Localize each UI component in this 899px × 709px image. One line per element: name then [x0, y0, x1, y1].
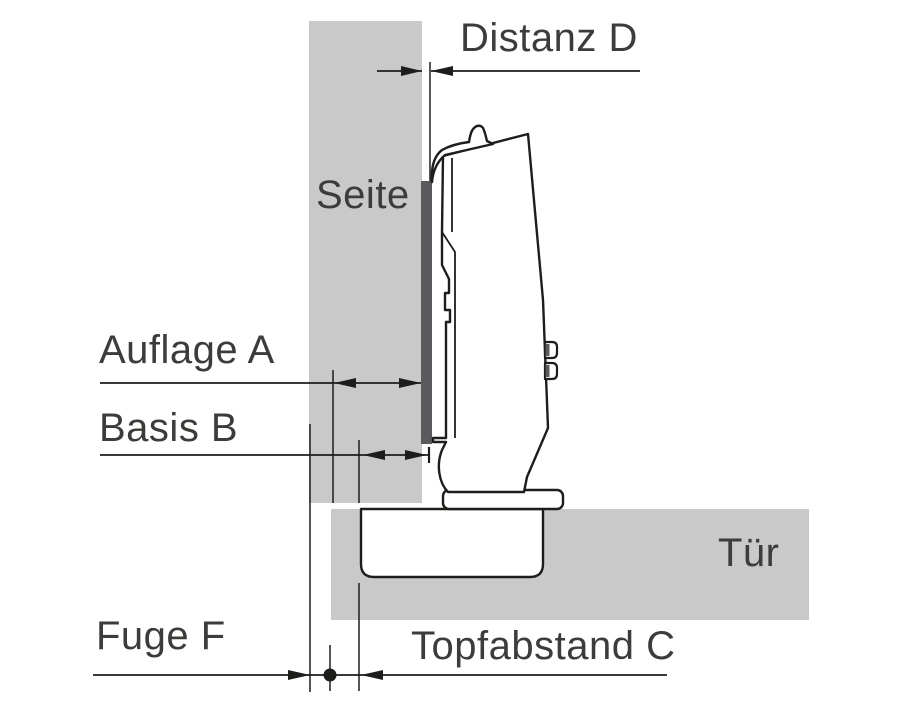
arrowhead-left-icon: [361, 670, 383, 680]
hinge-arm: [431, 132, 550, 494]
hinge-arm-details: [441, 158, 456, 438]
hinge-cup: [359, 507, 545, 579]
arrowhead-left-icon: [334, 378, 356, 388]
mounting-plate: [421, 181, 432, 444]
dimension-distanz-d: [377, 66, 640, 76]
dimension-dot: [323, 668, 337, 682]
dimension-auflage-a: [100, 378, 421, 388]
side-panel: [309, 21, 422, 503]
label-topfabstand-c: Topfabstand C: [411, 624, 676, 668]
arrowhead-right-icon: [401, 66, 422, 76]
arrowhead-left-icon: [431, 66, 453, 76]
hinge-arm-hook: [430, 124, 495, 184]
pivot-tab-upper-shade: [545, 344, 550, 356]
label-basis-b: Basis B: [99, 406, 239, 450]
hinge-pivot-tabs: [543, 340, 559, 381]
arrowhead-right-icon: [288, 670, 310, 680]
label-fuge-f: Fuge F: [96, 614, 226, 658]
extension-lines: [309, 62, 431, 692]
arrowhead-right-icon: [405, 450, 427, 460]
arrowhead-right-icon: [399, 378, 421, 388]
label-tuer: Tür: [718, 531, 780, 575]
arm-inner-line-lower: [441, 231, 456, 438]
dimension-fuge-topfabstand: [93, 668, 667, 682]
dimension-basis-b: [100, 447, 431, 463]
arrowhead-left-icon: [363, 450, 385, 460]
label-auflage-a: Auflage A: [99, 328, 275, 372]
label-seite: Seite: [316, 173, 410, 217]
pivot-tab-lower-shade: [545, 365, 550, 377]
label-distanz-d: Distanz D: [460, 16, 638, 60]
